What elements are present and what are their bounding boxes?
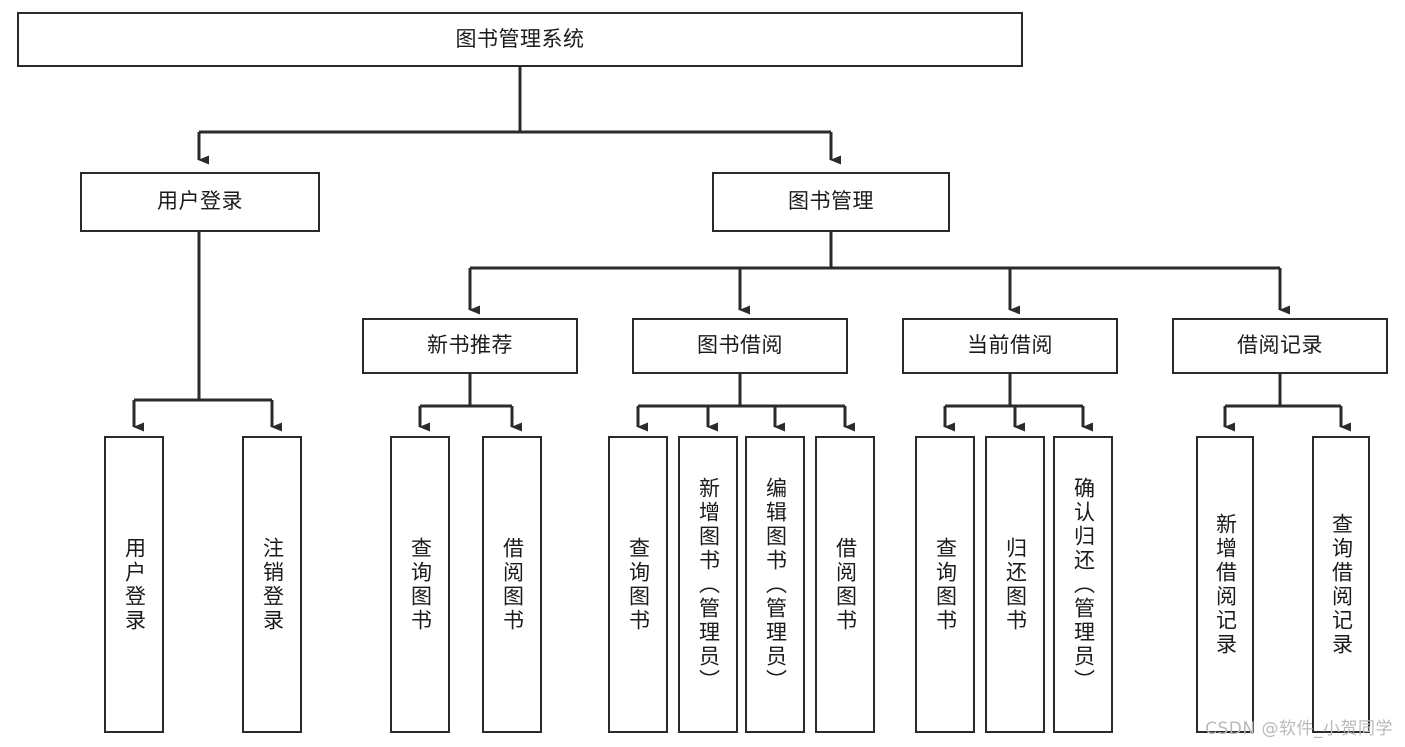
node-user-login[interactable]: 用户登录	[80, 172, 320, 232]
node-label: 借阅图书	[833, 536, 858, 633]
node-label: 借阅图书	[500, 536, 525, 633]
node-book-management[interactable]: 图书管理	[712, 172, 950, 232]
node-label: 查询借阅记录	[1329, 512, 1354, 657]
node-book-borrowing[interactable]: 图书借阅	[632, 318, 848, 374]
node-label: 确认归还（管理员）	[1071, 476, 1096, 693]
node-label: 注销登录	[260, 536, 285, 633]
leaf-book-borrow-query-books[interactable]: 查询图书	[608, 436, 668, 733]
node-label: 用户登录	[157, 189, 243, 214]
leaf-new-book-borrow-books[interactable]: 借阅图书	[482, 436, 542, 733]
node-label: 当前借阅	[967, 333, 1053, 358]
leaf-borrow-record-add-record[interactable]: 新增借阅记录	[1196, 436, 1254, 733]
node-label: 借阅记录	[1237, 333, 1323, 358]
node-label: 查询图书	[408, 536, 433, 633]
leaf-book-borrow-borrow-books[interactable]: 借阅图书	[815, 436, 875, 733]
leaf-borrow-record-query-record[interactable]: 查询借阅记录	[1312, 436, 1370, 733]
leaf-current-borrow-confirm-return-admin[interactable]: 确认归还（管理员）	[1053, 436, 1113, 733]
node-label: 查询图书	[626, 536, 651, 633]
leaf-user-login-signout[interactable]: 注销登录	[242, 436, 302, 733]
leaf-book-borrow-edit-book-admin[interactable]: 编辑图书（管理员）	[745, 436, 805, 733]
node-label: 查询图书	[933, 536, 958, 633]
leaf-new-book-query-books[interactable]: 查询图书	[390, 436, 450, 733]
node-new-book-recommendation[interactable]: 新书推荐	[362, 318, 578, 374]
node-label: 用户登录	[122, 536, 147, 633]
node-label: 新增图书（管理员）	[696, 476, 721, 693]
leaf-book-borrow-add-book-admin[interactable]: 新增图书（管理员）	[678, 436, 738, 733]
node-label: 图书借阅	[697, 333, 783, 358]
node-label: 图书管理	[788, 189, 874, 214]
node-label: 新增借阅记录	[1213, 512, 1238, 657]
csdn-watermark: CSDN @软件_小贺同学	[1205, 719, 1393, 739]
node-root-book-management-system[interactable]: 图书管理系统	[17, 12, 1023, 67]
leaf-current-borrow-return-books[interactable]: 归还图书	[985, 436, 1045, 733]
node-label: 新书推荐	[427, 333, 513, 358]
leaf-current-borrow-query-books[interactable]: 查询图书	[915, 436, 975, 733]
node-label: 归还图书	[1003, 536, 1028, 633]
node-label: 编辑图书（管理员）	[763, 476, 788, 693]
node-label: 图书管理系统	[455, 26, 585, 51]
node-current-borrowing[interactable]: 当前借阅	[902, 318, 1118, 374]
node-borrowing-records[interactable]: 借阅记录	[1172, 318, 1388, 374]
leaf-user-login-signin[interactable]: 用户登录	[104, 436, 164, 733]
